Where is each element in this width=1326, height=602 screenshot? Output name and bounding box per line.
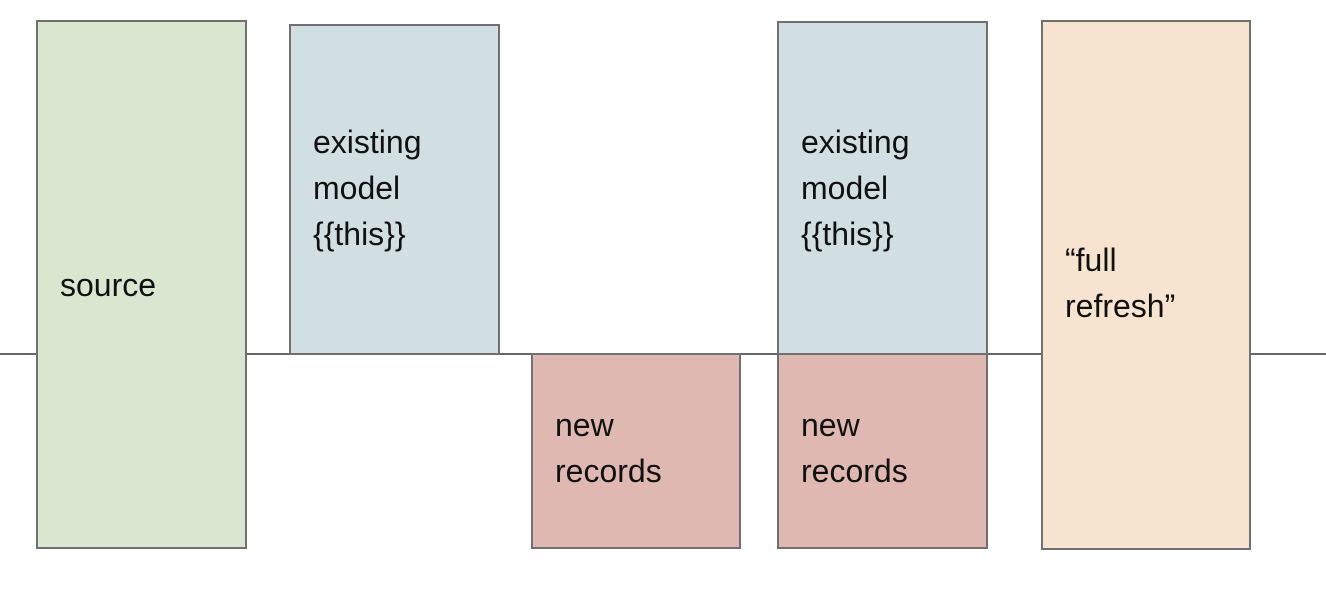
box-existing-model-1-label: existing model {{this}} [313,124,422,252]
box-source[interactable]: source [36,20,247,549]
box-new-records-2[interactable]: new records [777,353,988,549]
box-source-label: source [60,267,157,303]
box-new-records-1[interactable]: new records [531,353,741,549]
box-full-refresh[interactable]: “full refresh” [1041,20,1251,550]
box-existing-model-1[interactable]: existing model {{this}} [289,24,500,355]
box-existing-model-2[interactable]: existing model {{this}} [777,21,988,355]
box-full-refresh-label: “full refresh” [1065,242,1176,324]
box-existing-model-2-label: existing model {{this}} [801,124,910,252]
box-new-records-1-label: new records [555,407,662,489]
box-new-records-2-label: new records [801,407,908,489]
